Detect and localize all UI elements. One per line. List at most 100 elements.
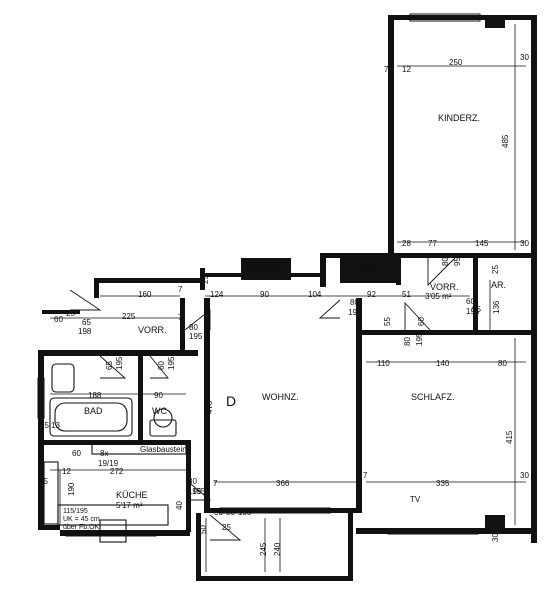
- wall: [38, 350, 198, 356]
- room-label-kueche: KÜCHE: [116, 490, 148, 500]
- toilet-bowl: [153, 408, 173, 428]
- room-label-vorraum-left: VORR.: [138, 325, 167, 335]
- dim-label: 25: [40, 421, 49, 430]
- dim-label: 245: [259, 542, 268, 556]
- dim-label: 55: [383, 317, 392, 326]
- dim-label: 60: [72, 449, 81, 458]
- dim-label: 195: [167, 356, 176, 370]
- dim-label: 25: [66, 309, 75, 318]
- door-swing: [69, 289, 102, 311]
- dim-label: 145: [475, 239, 489, 248]
- dim-label: 195: [188, 487, 202, 496]
- stair-landing: [99, 519, 127, 543]
- dim-label: 195: [192, 487, 206, 496]
- kitchen-counter: [57, 504, 169, 526]
- wall: [320, 253, 326, 287]
- room-mark-tv: TV: [410, 495, 421, 504]
- dim-label: 7: [213, 479, 218, 488]
- dim-label: 25: [491, 265, 500, 274]
- dim-label: 104: [308, 290, 322, 299]
- door-swing: [404, 301, 431, 331]
- dim-label: 195: [238, 508, 252, 517]
- door-swing: [149, 355, 169, 379]
- label-glasbausteine: Glasbausteine: [140, 445, 192, 454]
- dim-label: 80: [441, 257, 450, 266]
- wall: [38, 350, 44, 530]
- dim-label: 60: [417, 317, 426, 326]
- dim-label: 77: [428, 239, 437, 248]
- door-swing: [427, 257, 456, 287]
- wall: [356, 298, 362, 513]
- door-swing: [209, 514, 242, 541]
- dim-label: 92: [367, 290, 376, 299]
- dim-label: 40: [175, 501, 184, 510]
- dim-label: 12: [62, 467, 71, 476]
- room-label-wohnzimmer: WOHNZ.: [262, 392, 299, 402]
- wall: [388, 15, 394, 258]
- dim-label: 8x: [100, 449, 108, 458]
- dim-label: 95: [453, 257, 462, 266]
- dim-label: 140: [436, 359, 450, 368]
- dim-label: 415: [505, 430, 514, 444]
- wall: [138, 356, 143, 442]
- wall: [396, 253, 401, 285]
- dim-label: 80: [350, 298, 359, 307]
- dim-label: 195: [348, 308, 362, 317]
- door-swing: [184, 309, 211, 331]
- wall: [356, 528, 537, 534]
- room-label-wc: WC: [152, 406, 167, 416]
- dim-label: 28: [402, 239, 411, 248]
- dim-label: 7: [384, 65, 389, 74]
- room-label-kinderzimmer: KINDERZ.: [438, 113, 480, 123]
- room-label-schlafzimmer: SCHLAFZ.: [411, 392, 455, 402]
- window: [37, 377, 45, 419]
- room-mark-d: D: [226, 393, 236, 409]
- doors: [69, 257, 456, 541]
- kitchen-counter: [43, 461, 59, 525]
- dim-label: 13: [51, 421, 60, 430]
- wall: [196, 576, 353, 581]
- door-swing: [185, 479, 212, 501]
- wall: [196, 513, 201, 581]
- dim-label: 25: [201, 275, 210, 284]
- chimney-icons: [248, 262, 396, 276]
- window: [219, 507, 331, 514]
- window: [65, 530, 157, 537]
- kitchen-note: über Fb.OK: [63, 524, 100, 531]
- dim-label: 51: [402, 290, 411, 299]
- dim-label: 12: [402, 65, 411, 74]
- dim-label: 366: [276, 479, 290, 488]
- dim-label: 124: [210, 290, 224, 299]
- dim-label: 110: [377, 359, 390, 368]
- dim-label: 188: [88, 391, 102, 400]
- wall: [204, 508, 359, 513]
- wall: [356, 330, 536, 335]
- dim-label: 198: [78, 327, 92, 336]
- area-vorraum-right: 3'05 m²: [425, 292, 452, 301]
- dim-label: 60: [466, 297, 475, 306]
- dim-label: 30: [319, 268, 328, 277]
- wall: [485, 515, 505, 528]
- room-label-vorraum-right: VORR.: [430, 282, 459, 292]
- wall: [348, 513, 353, 581]
- wall: [531, 258, 537, 543]
- windows: [37, 13, 481, 537]
- dim-label: 7: [178, 313, 183, 322]
- wall: [396, 253, 537, 258]
- wall: [42, 310, 80, 314]
- door-swing: [99, 355, 127, 379]
- dim-label: 90: [260, 290, 269, 299]
- dim-label: 60: [157, 361, 166, 370]
- wall: [94, 278, 204, 283]
- dim-label: 30: [520, 471, 529, 480]
- dim-label: 80: [226, 508, 235, 517]
- window: [387, 528, 479, 535]
- room-label-abstellraum: AR.: [491, 280, 506, 290]
- dim-label: 19/19: [98, 459, 119, 468]
- wall: [388, 15, 536, 20]
- dim-label: 30: [491, 533, 500, 542]
- dim-label: 25: [222, 523, 231, 532]
- wall: [94, 278, 99, 298]
